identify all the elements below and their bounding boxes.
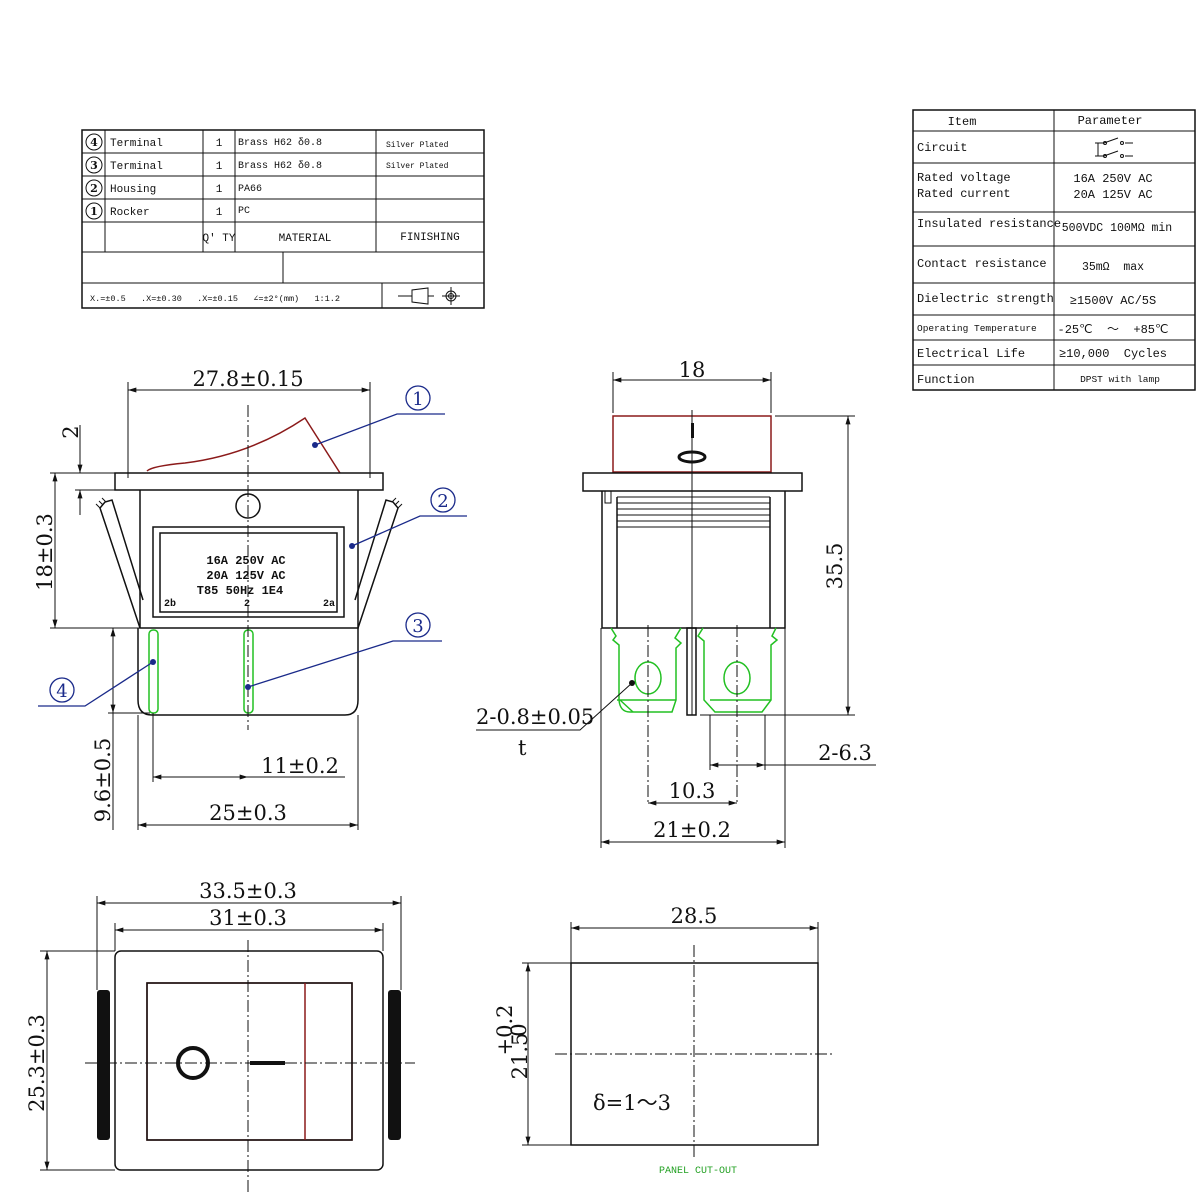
param-value: 16A 250V AC (1073, 172, 1152, 186)
dim-tolerance-zero: 0 (507, 1023, 531, 1036)
svg-text:3: 3 (412, 616, 423, 637)
balloon-1: 1 (312, 385, 445, 448)
dim-thickness: 2-0.8±0.05 (476, 705, 594, 729)
dim-rocker-width: 18 (679, 358, 706, 382)
balloon-4: 4 (38, 659, 156, 707)
dim-terminal-pitch: 10.3 (669, 779, 716, 803)
dim-tab-width: 2-6.3 (818, 741, 872, 765)
param-value: 20A 125V AC (1073, 188, 1152, 202)
part-qty: 1 (216, 184, 223, 196)
parameter-header: Parameter (1078, 114, 1143, 128)
side-view: 18 35.5 2-0.8±0.05 t 2-6.3 10.3 21±0.2 (476, 358, 876, 848)
bom-row: 1 Rocker 1 PC (85, 202, 250, 220)
dim-thickness-symbol: t (518, 736, 527, 760)
terminal-label: 2a (323, 599, 335, 610)
dim-rocker-height: 2 (59, 425, 83, 438)
param-value: DPST with lamp (1080, 374, 1160, 385)
param-value: 500VDC 100MΩ min (1062, 222, 1172, 235)
part-finishing: Silver Plated (386, 162, 449, 171)
item-number: 3 (90, 159, 98, 172)
bom-row: 3 Terminal 1 Brass H62 δ0.8 Silver Plate… (85, 156, 449, 174)
dim-terminal-length: 9.6±0.5 (91, 738, 115, 822)
part-qty: 1 (216, 138, 223, 150)
material-header: MATERIAL (279, 233, 332, 245)
tolerance-note: X.=±0.5 .X=±0.30 .X=±0.15 ∠=±2°(mm) 1:1.… (90, 294, 340, 304)
part-qty: 1 (216, 161, 223, 173)
dim-height: 18±0.3 (33, 513, 57, 591)
param-value: ≥10,000 Cycles (1059, 347, 1167, 361)
terminal-label: 2 (244, 599, 250, 610)
label-line: 20A 125V AC (206, 569, 285, 583)
bom-row: 4 Terminal 1 Brass H62 δ0.8 Silver Plate… (85, 133, 449, 151)
terminal-right (697, 627, 779, 713)
dim-body-depth: 21±0.2 (653, 818, 731, 842)
part-finishing: Silver Plated (386, 141, 449, 150)
dim-total-height: 35.5 (823, 543, 847, 590)
parameter-table: Item Parameter Circuit Rated voltage Rat… (912, 109, 1196, 391)
projection-symbol-icon (398, 287, 460, 305)
qty-header: Q' TY (202, 233, 235, 245)
dpst-circuit-icon (1095, 137, 1133, 158)
param-label: Function (917, 373, 975, 387)
bom-row: 2 Housing 1 PA66 (85, 179, 262, 197)
item-number: 2 (90, 182, 98, 195)
label-line: T85 50Hz 1E4 (197, 584, 283, 598)
part-name: Housing (110, 184, 156, 196)
panel-cutout: 28.5 21.5 +0.2 0 δ=1～3 PANEL CUT-OUT (493, 904, 835, 1177)
panel-thickness: δ=1～3 (593, 1091, 671, 1115)
rocker (146, 416, 341, 474)
terminal-4 (148, 629, 159, 714)
cutout-title: PANEL CUT-OUT (659, 1166, 737, 1177)
bom-table: 4 Terminal 1 Brass H62 δ0.8 Silver Plate… (81, 129, 485, 309)
part-material: Brass H62 δ0.8 (238, 160, 322, 172)
part-material: PA66 (238, 184, 262, 195)
svg-text:2: 2 (437, 491, 448, 512)
part-name: Terminal (110, 161, 163, 173)
item-header: Item (948, 115, 977, 129)
param-label: Circuit (917, 141, 967, 155)
dim-tolerance-plus: +0.2 (493, 1005, 517, 1056)
param-label: Insulated resistance (917, 217, 1061, 231)
item-number: 1 (90, 205, 98, 218)
svg-text:4: 4 (56, 681, 67, 702)
param-value: ≥1500V AC/5S (1070, 294, 1156, 308)
param-value: 35mΩ max (1082, 261, 1144, 274)
param-label: Operating Temperature (917, 323, 1037, 334)
clip-right (354, 499, 399, 629)
param-value: -25℃ ～ +85℃ (1058, 323, 1169, 337)
dim-body-width: 25±0.3 (209, 801, 287, 825)
part-name: Terminal (110, 138, 163, 150)
svg-text:1: 1 (412, 389, 423, 410)
dim-cutout-height: 21.5 (508, 1033, 532, 1080)
balloon-2: 2 (349, 487, 467, 549)
dim-cutout-width: 28.5 (671, 904, 718, 928)
dim-pitch: 11±0.2 (261, 754, 339, 778)
part-material: PC (238, 206, 250, 217)
param-label: Contact resistance (917, 257, 1047, 271)
param-label: Electrical Life (917, 347, 1025, 361)
item-number: 4 (90, 136, 98, 149)
finishing-header: FINISHING (400, 232, 459, 244)
dim-outer-width: 33.5±0.3 (199, 879, 297, 903)
dim-inner-width: 31±0.3 (209, 906, 287, 930)
param-label: Rated voltage (917, 171, 1011, 185)
part-name: Rocker (110, 207, 150, 219)
front-view: 16A 250V AC 20A 125V AC T85 50Hz 1E4 2b … (33, 367, 467, 830)
balloon-3: 3 (245, 612, 442, 690)
clip-left (99, 499, 144, 629)
terminal-left (610, 627, 683, 713)
top-view: 33.5±0.3 31±0.3 25.3±0.3 (25, 879, 415, 1195)
dim-outer-height: 25.3±0.3 (25, 1014, 49, 1112)
flange (114, 472, 384, 491)
terminal-label: 2b (164, 598, 176, 610)
label-line: 16A 250V AC (206, 554, 285, 568)
param-label: Dielectric strength (917, 292, 1054, 306)
dim-width: 27.8±0.15 (192, 367, 303, 391)
param-label: Rated current (917, 187, 1011, 201)
part-material: Brass H62 δ0.8 (238, 137, 322, 149)
part-qty: 1 (216, 207, 223, 219)
